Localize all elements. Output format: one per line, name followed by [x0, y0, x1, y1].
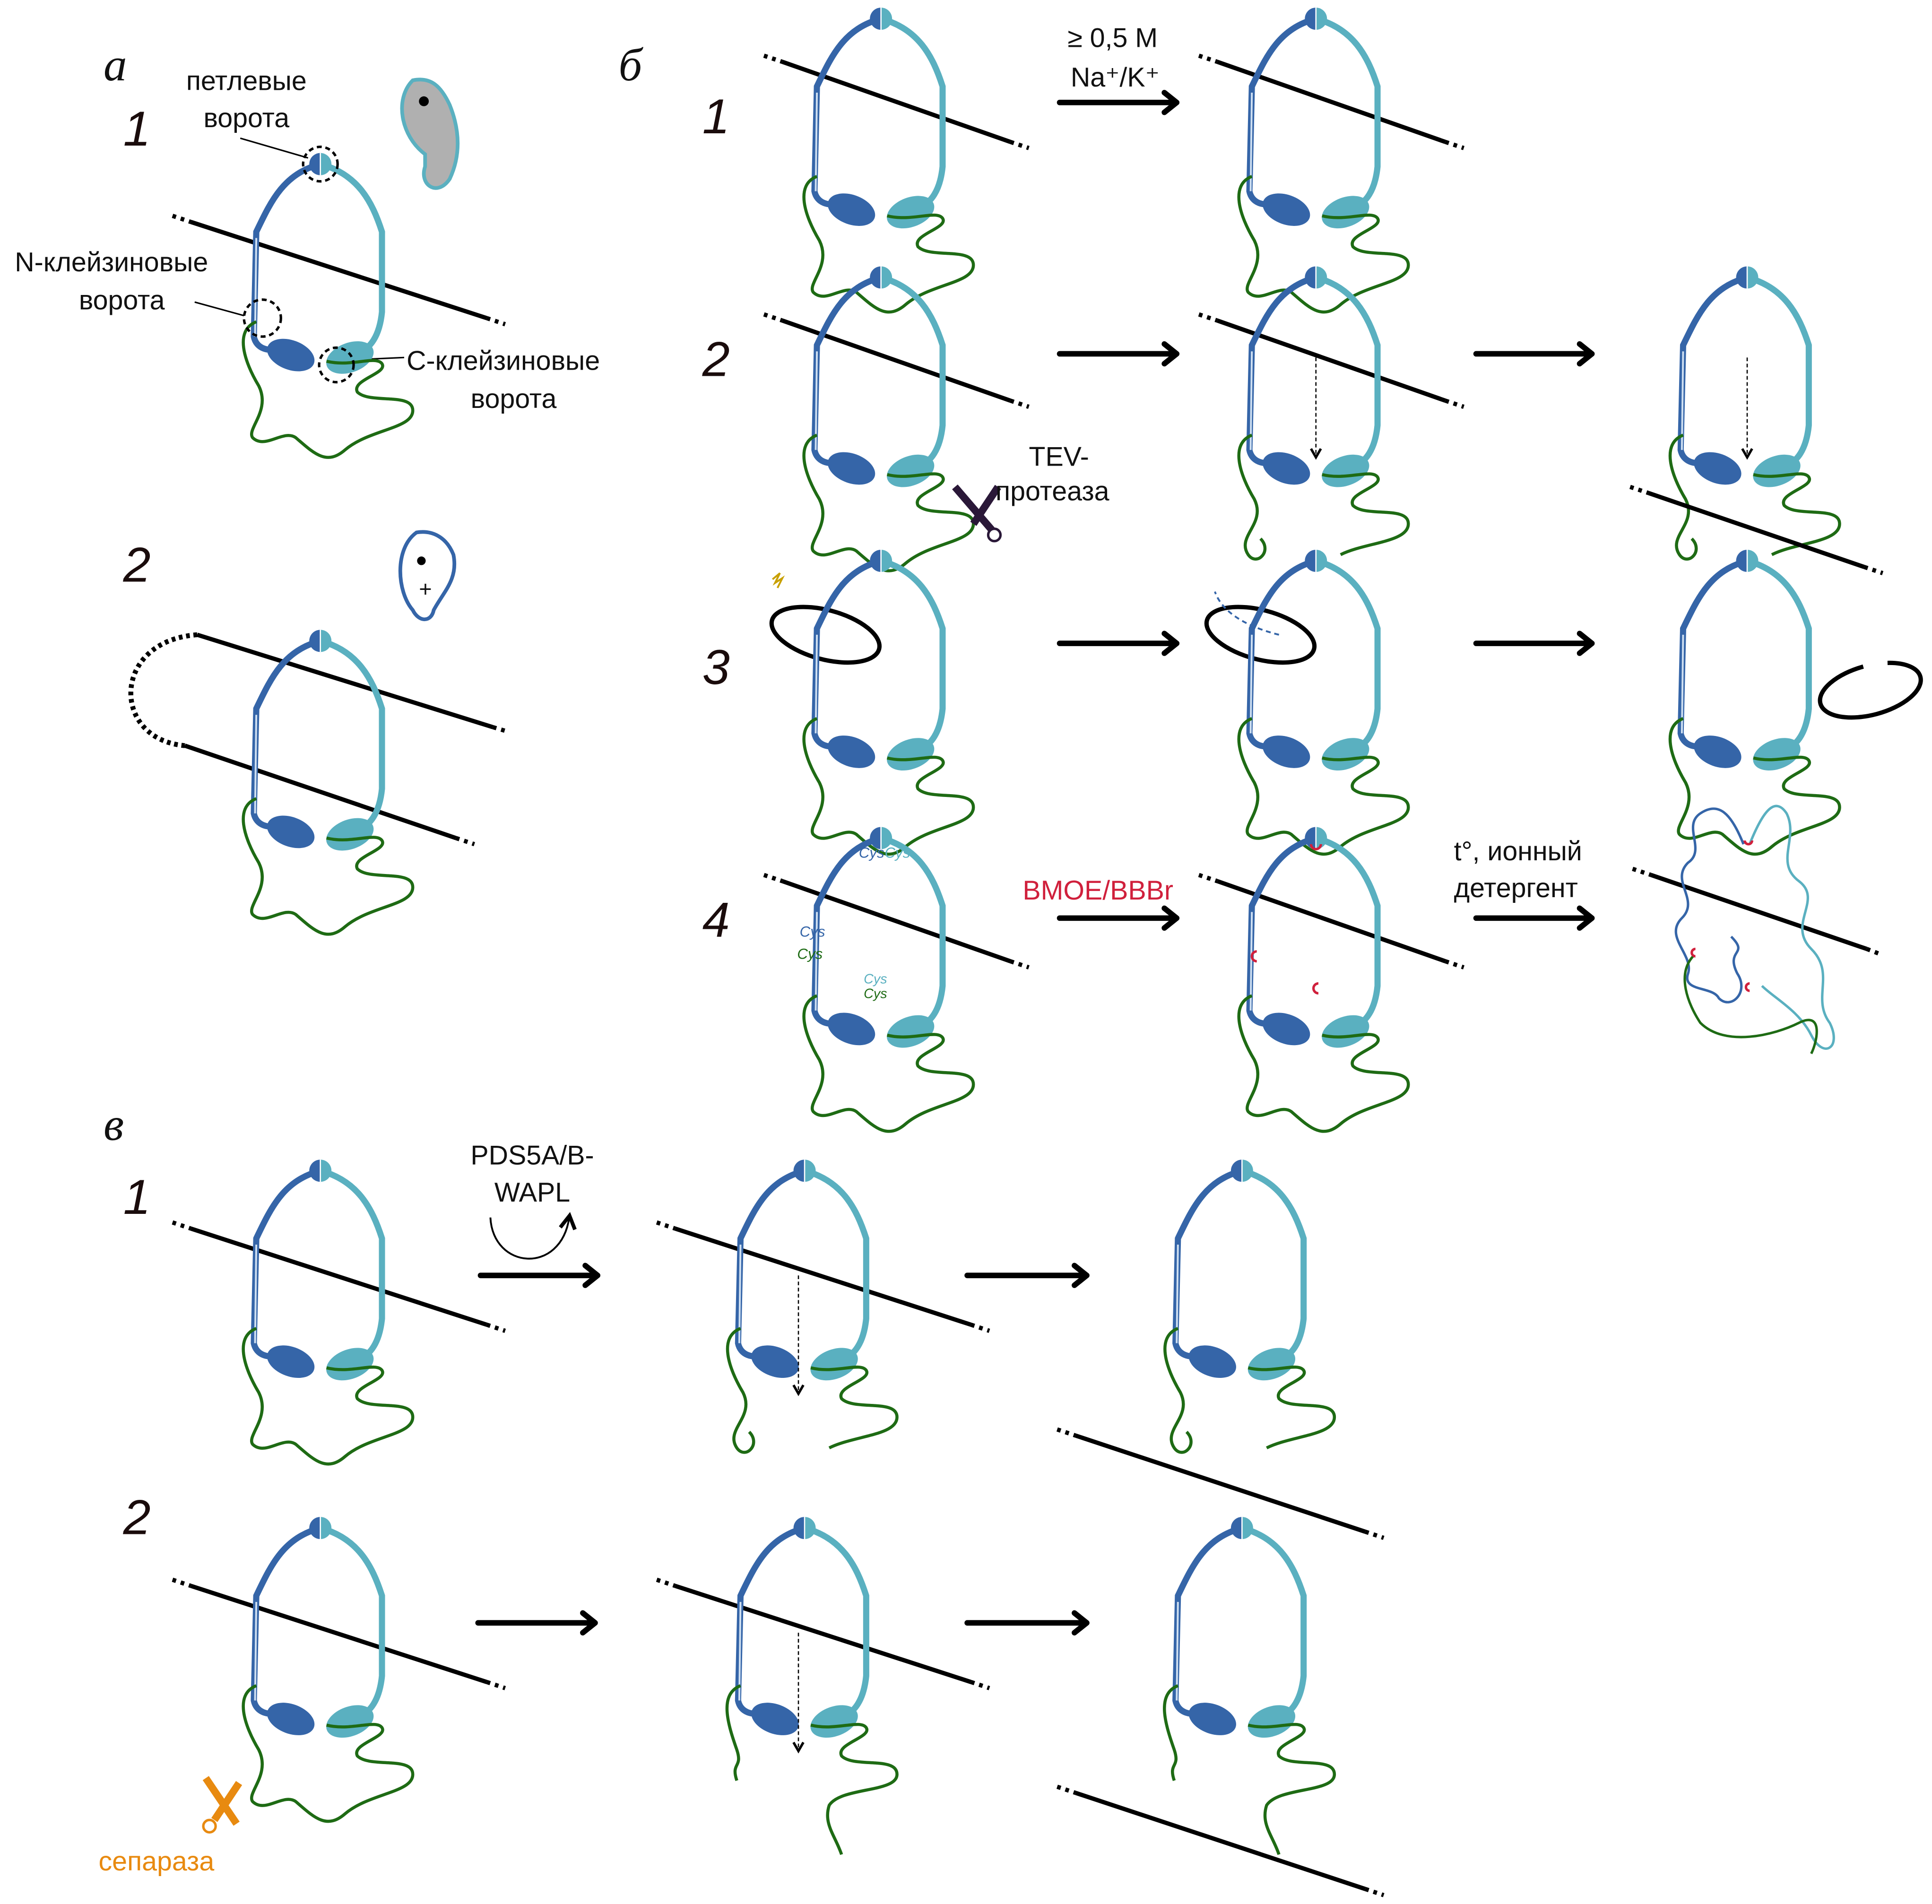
separase-scissors-icon: [202, 1776, 243, 1834]
reaction-arrow: [1057, 905, 1180, 931]
tev-label-2: протеаза: [996, 476, 1109, 507]
reaction-arrow: [1473, 905, 1595, 931]
row-number: 1: [123, 1170, 151, 1225]
reaction-arrow: [1473, 341, 1595, 367]
cohesin-ring-b3-3: [1670, 550, 1923, 854]
svg-text:Cys: Cys: [859, 845, 884, 861]
svg-text:Cys: Cys: [800, 923, 825, 940]
hinge-gate-label: петлевые: [186, 66, 307, 96]
cohesin-hinge-inset-2: +: [398, 530, 457, 622]
cohesin-ring-c2-1: [172, 1517, 506, 1821]
reaction-arrow: [1057, 631, 1180, 656]
cohesin-ring-c1-1: [172, 1160, 506, 1464]
tev-scissors-icon: [952, 484, 1002, 543]
cohesin-ring-c2-2: [656, 1517, 990, 1855]
cohesin-ring-b4-1: Cys Cys Cys Cys Cys Cys: [763, 827, 1030, 1131]
cohesin-ring-b2-3: [1629, 266, 1884, 575]
svg-text:Cys: Cys: [797, 945, 823, 962]
svg-text:Cys: Cys: [864, 987, 887, 1002]
cohesin-ring-b2-2: [1198, 266, 1464, 559]
n-gate-label-2: ворота: [79, 286, 165, 316]
reaction-arrow: [475, 1610, 598, 1636]
wapl-label: PDS5A/B-: [470, 1141, 594, 1171]
bmoe-label: BMOE/BBBr: [1022, 875, 1173, 906]
cohesin-ring-c2-3: [1056, 1517, 1385, 1897]
reaction-arrow: [1057, 341, 1180, 367]
row-number: 1: [702, 89, 730, 144]
svg-text:+: +: [419, 577, 432, 601]
c-gate-label: С-клейзиновые: [407, 346, 600, 376]
panel-letter-c: в: [104, 1099, 124, 1150]
c-gate-label-2: ворота: [471, 384, 557, 414]
row-number: 3: [702, 640, 730, 695]
denaturation-label: t°, ионный: [1454, 836, 1582, 866]
reaction-arrow: [964, 1263, 1090, 1288]
tev-label: TEV-: [1029, 442, 1089, 472]
denatured-cohesin: [1632, 805, 1884, 1055]
cohesin-ring-b4-2: [1198, 827, 1464, 1131]
row-number: 2: [123, 538, 151, 593]
hinge-gate-label-2: ворота: [203, 103, 289, 133]
cohesin-ring-b2-1: [763, 266, 1030, 571]
cohesin-ring-a1: [172, 146, 506, 458]
svg-text:Cys: Cys: [884, 845, 910, 861]
cohesin-ring-b3-2: [1204, 550, 1409, 854]
cohesin-ring-b1-after: [1198, 8, 1464, 312]
salt-label: ≥ 0,5 М: [1067, 23, 1158, 53]
wapl-label-2: WAPL: [494, 1177, 570, 1208]
n-gate-label: N-клейзиновые: [15, 247, 208, 277]
cohesin-ring-a2: [128, 630, 506, 934]
salt-label-2: Na⁺/K⁺: [1071, 62, 1160, 93]
row-number: 1: [123, 102, 151, 156]
cohesin-ring-b3-1: [769, 550, 974, 854]
reaction-arrow: [477, 1263, 601, 1288]
cohesin-ring-c1-2: [656, 1160, 990, 1452]
cohesin-ring-c1-3: [1056, 1160, 1385, 1540]
panel-letter-a: а: [104, 39, 127, 91]
cohesin-hinge-inset-1: [400, 78, 460, 190]
reaction-arrow: [1057, 90, 1180, 115]
denaturation-label-2: детергент: [1454, 873, 1578, 903]
svg-text:Cys: Cys: [864, 971, 887, 987]
row-number: 4: [702, 892, 730, 947]
separase-label: сепараза: [99, 1846, 215, 1877]
panel-letter-b: б: [618, 39, 643, 91]
cohesin-ring-b1-before: [763, 8, 1030, 312]
row-number: 2: [123, 1490, 151, 1545]
reaction-arrow: [964, 1610, 1090, 1636]
row-number: 2: [702, 332, 730, 387]
reaction-arrow: [1473, 631, 1595, 656]
